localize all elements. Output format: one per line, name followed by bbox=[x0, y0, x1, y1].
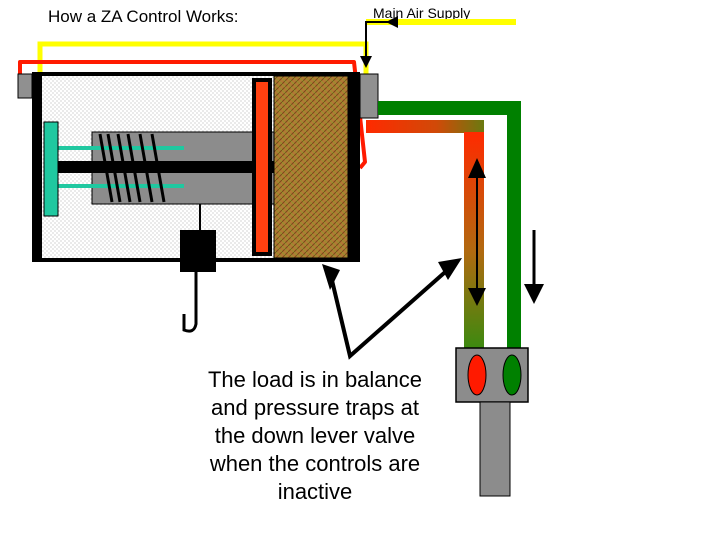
left-end-cap bbox=[17, 73, 33, 99]
red-port bbox=[467, 354, 487, 396]
pressure-line-gradient bbox=[366, 120, 484, 350]
orange-piston-face bbox=[256, 82, 268, 252]
right-valve-cap bbox=[359, 73, 379, 119]
lever-hook bbox=[180, 204, 216, 333]
pressure-line-red bbox=[18, 60, 367, 170]
caption-line: and pressure traps at bbox=[211, 395, 419, 420]
caption-line: The load is in balance bbox=[207, 367, 423, 392]
caption-line: when the controls are bbox=[209, 451, 421, 476]
cylinder-left-wall bbox=[32, 74, 42, 260]
valve-stem bbox=[479, 401, 511, 497]
diagram-title: How a ZA Control Works: bbox=[48, 7, 239, 26]
double-arrow bbox=[468, 158, 486, 306]
down-arrow bbox=[524, 230, 544, 304]
supply-line-yellow bbox=[37, 19, 516, 74]
caption-line: the down lever valve bbox=[214, 423, 416, 448]
down-lever-valve bbox=[455, 347, 529, 497]
supply-arrow bbox=[360, 16, 398, 68]
green-port bbox=[502, 354, 522, 396]
caption-text: The load is in balance and pressure trap… bbox=[186, 366, 444, 506]
exhaust-line-green bbox=[378, 101, 521, 350]
spring-coils bbox=[98, 133, 166, 203]
piston-rod bbox=[58, 161, 274, 173]
load-chamber bbox=[273, 75, 349, 259]
callout-pointer bbox=[322, 258, 462, 360]
caption-line: inactive bbox=[277, 479, 353, 504]
teal-piston-plate bbox=[43, 121, 59, 217]
cylinder-right-wall bbox=[348, 74, 358, 260]
